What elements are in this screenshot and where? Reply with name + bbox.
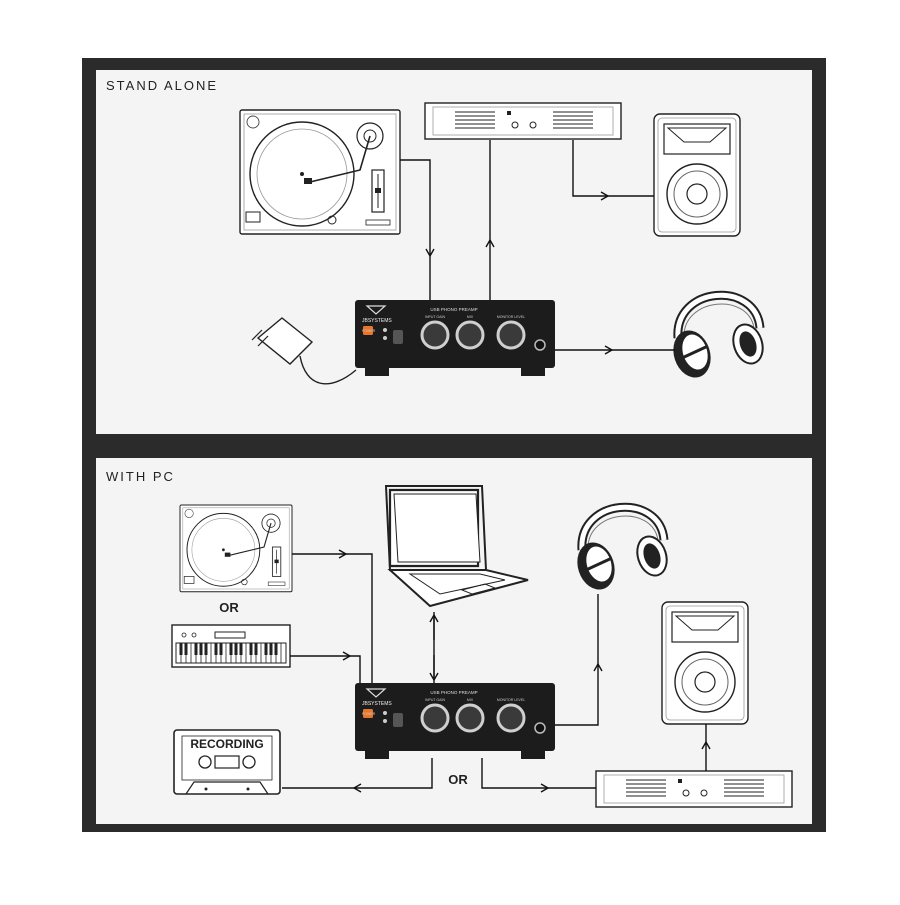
preamp-brand-label: JBSYSTEMS — [362, 318, 392, 324]
preamp-model-label-2: USB PHONO PREAMP — [430, 690, 477, 695]
turntable-icon-pc — [179, 504, 293, 593]
preamp-power-label: POWER — [362, 329, 376, 333]
connections-with-pc — [282, 549, 711, 793]
laptop-icon — [384, 485, 529, 608]
speaker-icon-pc — [661, 601, 749, 725]
preamp-device-with-pc: USB PHONO PREAMP JBSYSTEMS POWER INPUT G… — [353, 681, 557, 761]
knob-label-mix: MIX — [467, 315, 474, 319]
knob-label-gain: INPUT GAIN — [425, 315, 445, 319]
knob-label-monitor-2: MONITOR LEVEL — [497, 698, 525, 702]
amplifier-icon — [424, 102, 622, 140]
knob-label-mix-2: MIX — [467, 698, 474, 702]
power-adapter-icon — [251, 317, 357, 385]
connections-stand-alone — [400, 140, 675, 355]
cassette-label: RECORDING — [190, 737, 263, 751]
keyboard-icon — [171, 624, 291, 668]
knob-label-gain-2: INPUT GAIN — [425, 698, 445, 702]
preamp-model-label: USB PHONO PREAMP — [430, 307, 477, 312]
cassette-icon: RECORDING — [173, 729, 281, 795]
knob-label-monitor: MONITOR LEVEL — [497, 315, 525, 319]
or-label-sources: OR — [219, 600, 239, 615]
panel-title-with-pc: WITH PC — [106, 469, 175, 484]
preamp-power-label-2: POWER — [362, 712, 376, 716]
panel-title-stand-alone: STAND ALONE — [106, 78, 218, 93]
turntable-icon — [239, 109, 401, 235]
preamp-brand-label-2: JBSYSTEMS — [362, 701, 392, 707]
preamp-device-stand-alone: USB PHONO PREAMP JBSYSTEMS POWER INPUT G… — [353, 298, 557, 378]
speaker-icon — [653, 113, 741, 237]
amplifier-icon-pc — [595, 770, 793, 808]
or-label-outputs: OR — [448, 772, 468, 787]
